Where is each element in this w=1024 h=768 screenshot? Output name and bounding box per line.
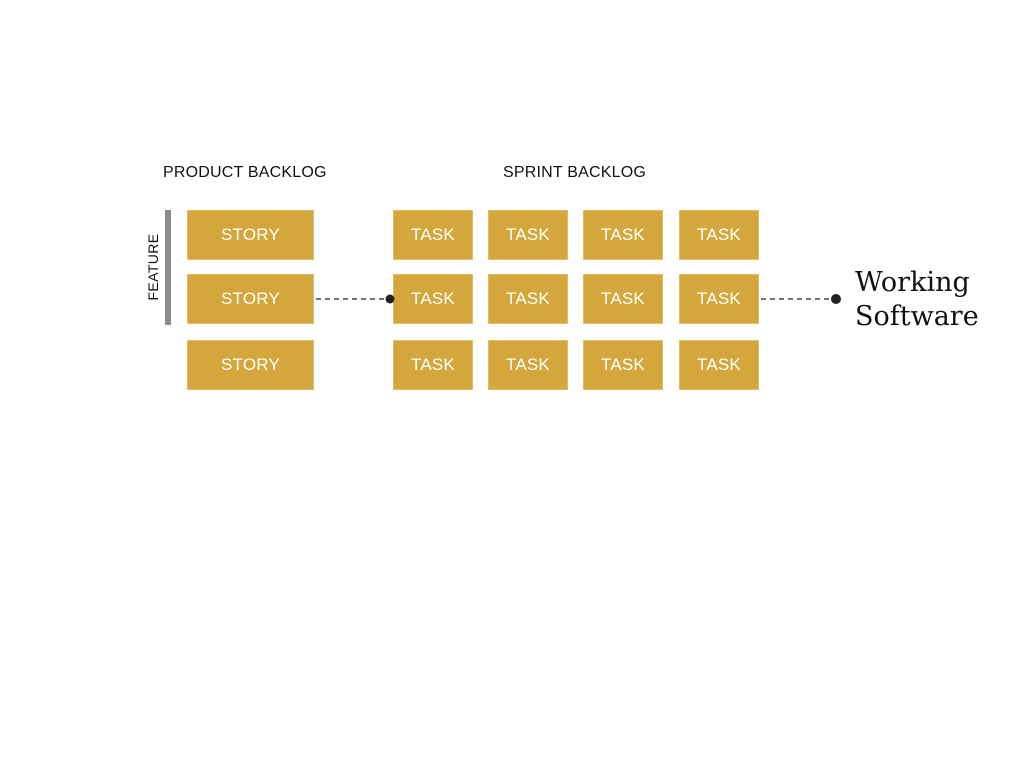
- story-card-3: STORY: [187, 340, 314, 390]
- task-card-r1-c2: TASK: [488, 210, 568, 260]
- task-card-r2-c1: TASK: [393, 274, 473, 324]
- product-backlog-heading: PRODUCT BACKLOG: [163, 164, 327, 181]
- task-card-r3-c3: TASK: [583, 340, 663, 390]
- task-card-r2-c4: TASK: [679, 274, 759, 324]
- working-software-line-2: Software: [855, 301, 979, 332]
- working-software-label: Working Software: [855, 266, 979, 334]
- task-card-r2-c3: TASK: [583, 274, 663, 324]
- task-card-r2-c2: TASK: [488, 274, 568, 324]
- sprint-backlog-heading: SPRINT BACKLOG: [503, 164, 646, 181]
- task-card-r1-c1: TASK: [393, 210, 473, 260]
- task-card-r3-c4: TASK: [679, 340, 759, 390]
- feature-label: FEATURE: [145, 233, 161, 301]
- task-card-r1-c3: TASK: [583, 210, 663, 260]
- story-card-1: STORY: [187, 210, 314, 260]
- feature-bracket-bar: [165, 210, 171, 325]
- task-card-r3-c1: TASK: [393, 340, 473, 390]
- task-card-r1-c4: TASK: [679, 210, 759, 260]
- working-software-line-1: Working: [855, 267, 970, 298]
- story-card-2: STORY: [187, 274, 314, 324]
- task-to-software-connector-dot: [831, 294, 841, 304]
- task-card-r3-c2: TASK: [488, 340, 568, 390]
